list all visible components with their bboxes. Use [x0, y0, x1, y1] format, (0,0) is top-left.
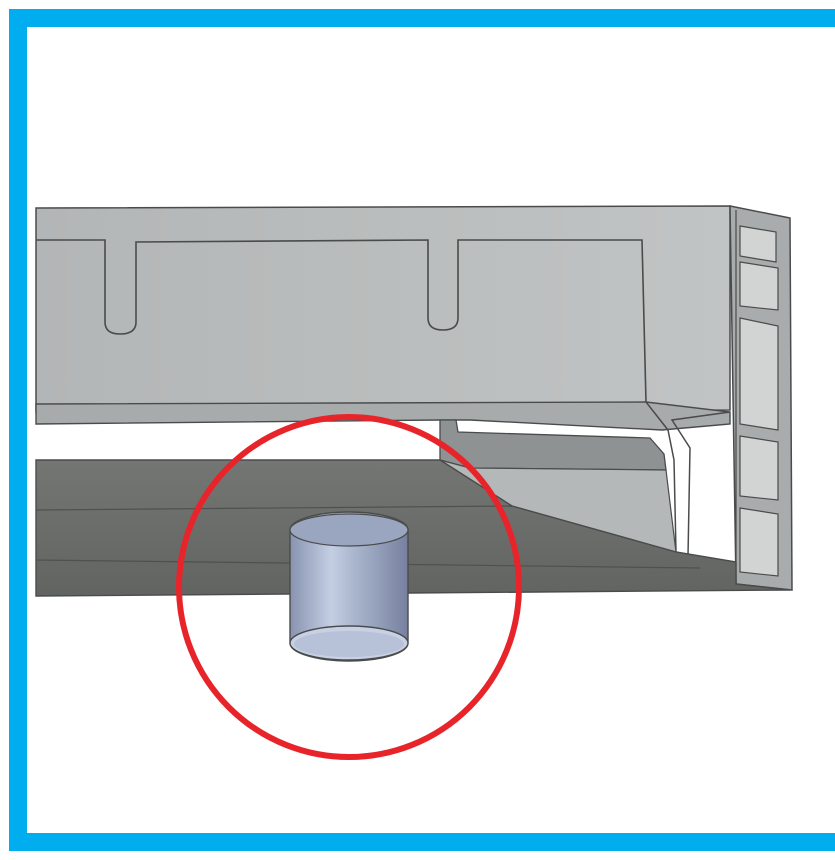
cylinder-top-cap	[289, 513, 409, 547]
profile-back-wall	[35, 205, 731, 413]
profile-ledge-top	[35, 401, 731, 431]
cylinder-foot	[289, 511, 409, 662]
profile-top-rail	[36, 239, 647, 403]
cylinder-bottom-inner	[294, 631, 404, 657]
frame-border	[9, 9, 835, 851]
underside-line	[35, 505, 513, 511]
profile-chambers	[739, 225, 779, 577]
callout-circle	[176, 414, 522, 760]
profile-body	[35, 205, 793, 597]
